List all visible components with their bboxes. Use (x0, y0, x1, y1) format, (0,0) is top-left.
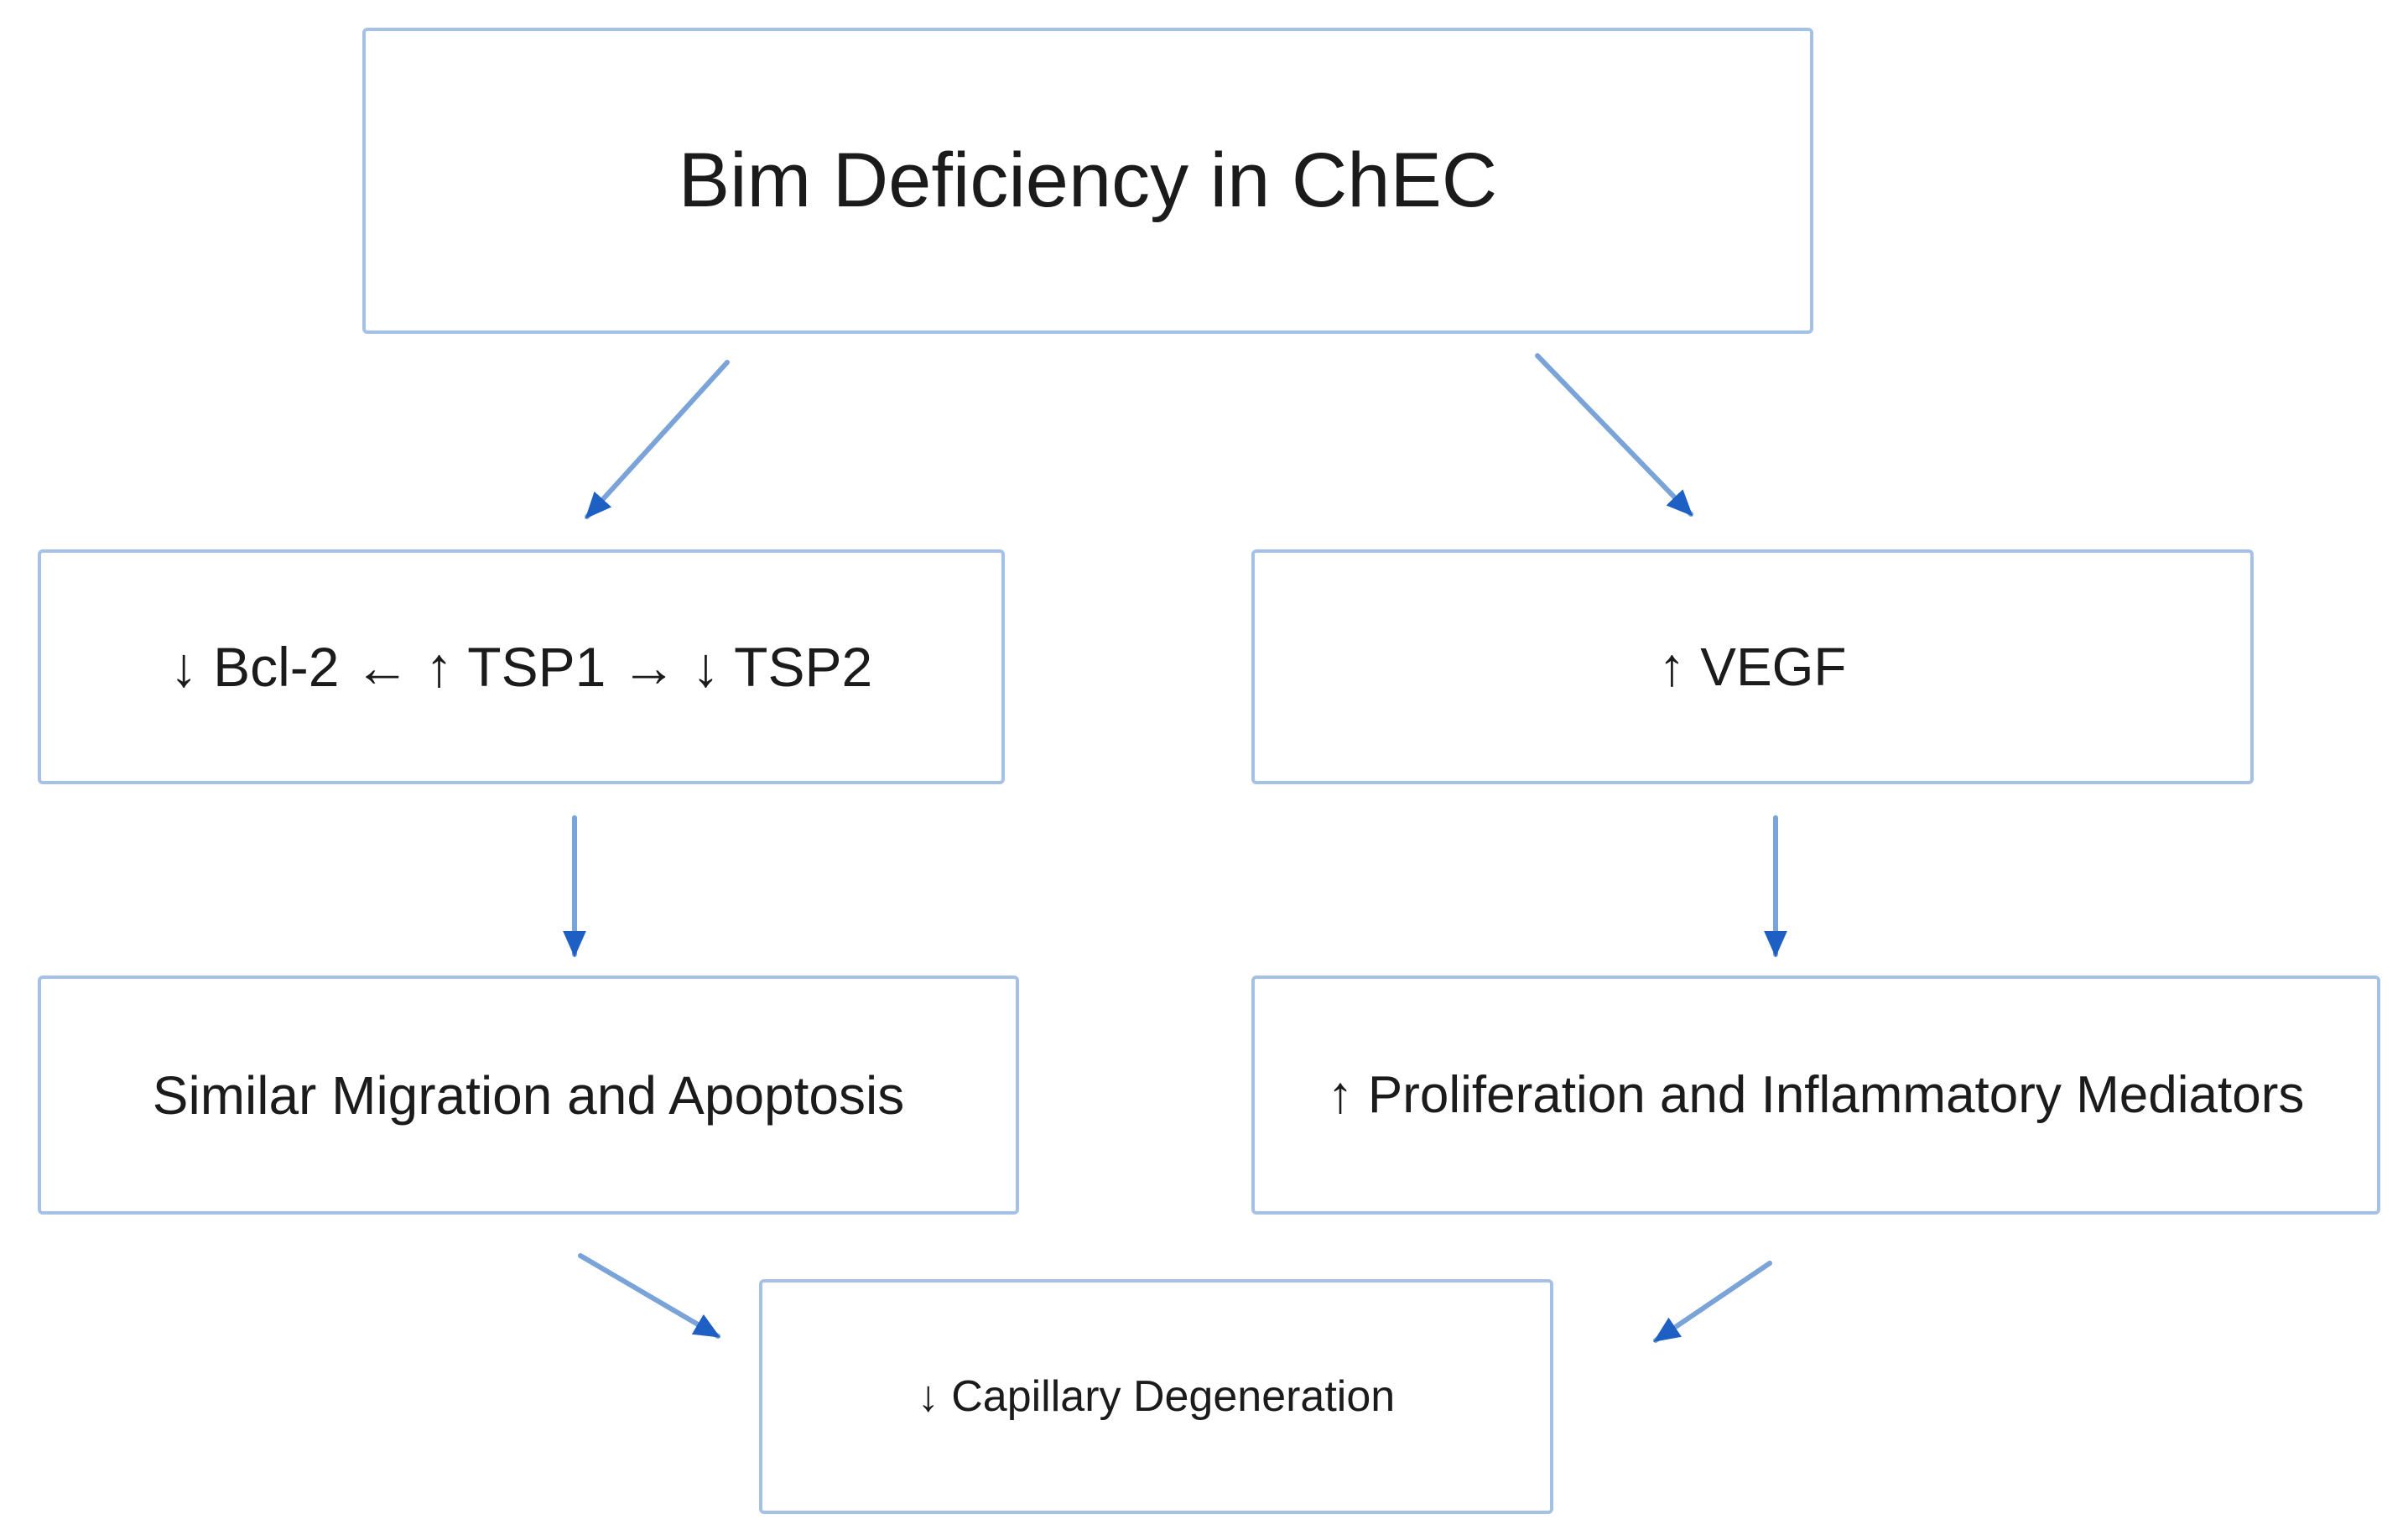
node-proliferation-mediators-label: ↑ Proliferation and Inflammatory Mediato… (1327, 1066, 2305, 1124)
node-bim-deficiency: Bim Deficiency in ChEC (362, 28, 1813, 334)
arrow-migration-to-capillary (578, 1253, 720, 1339)
node-capillary-degeneration-label: ↓ Capillary Degeneration (917, 1372, 1396, 1421)
node-bcl2-tsp-label: ↓ Bcl-2 ← ↑ TSP1 → ↓ TSP2 (169, 636, 873, 698)
arrow-proliferation-to-capillary (1653, 1261, 1772, 1343)
node-proliferation-mediators: ↑ Proliferation and Inflammatory Mediato… (1251, 976, 2380, 1215)
arrow-bim-to-bcl2tsp (585, 360, 730, 519)
node-vegf-label: ↑ VEGF (1658, 637, 1847, 697)
arrow-bim-to-vegf (1535, 353, 1693, 517)
node-bim-deficiency-label: Bim Deficiency in ChEC (678, 138, 1498, 223)
node-capillary-degeneration: ↓ Capillary Degeneration (759, 1279, 1553, 1514)
node-migration-apoptosis: Similar Migration and Apoptosis (38, 976, 1019, 1215)
node-vegf: ↑ VEGF (1251, 549, 2254, 784)
node-migration-apoptosis-label: Similar Migration and Apoptosis (152, 1064, 905, 1126)
node-bcl2-tsp: ↓ Bcl-2 ← ↑ TSP1 → ↓ TSP2 (38, 549, 1005, 784)
